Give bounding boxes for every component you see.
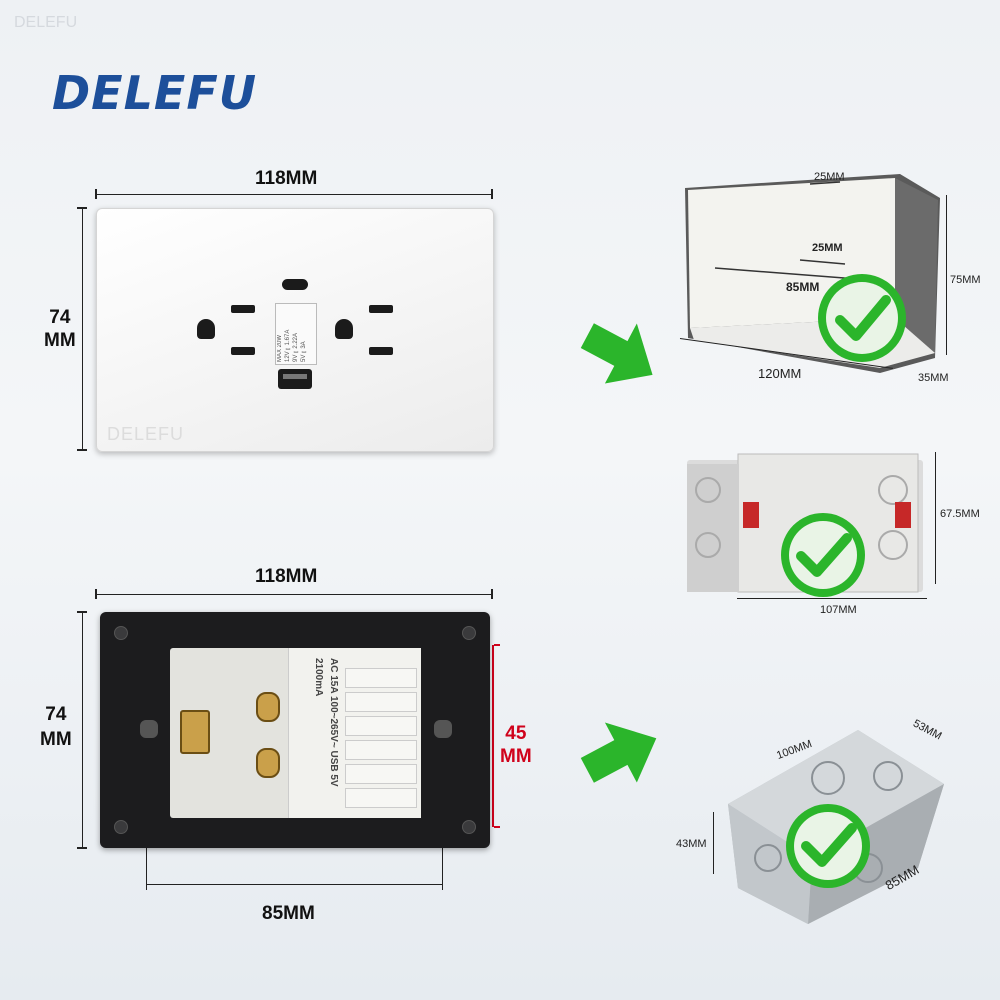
back-panel-outlet: AC 15A 100~265V~ USB 5V 2100mA (100, 612, 490, 848)
box-large-width-label: 120MM (758, 366, 802, 381)
usb-module-label: MAX 20W 12V⎓1.67A 9V⎓2.22A 5V⎓3A (275, 303, 317, 365)
box-large-height-line (946, 195, 947, 355)
box-large-height-label: 75MM (950, 274, 981, 286)
usb-c-port (282, 279, 308, 290)
ground-hole (197, 319, 215, 339)
back-height-label: 74 MM (40, 704, 72, 750)
terminal-screw (256, 748, 280, 778)
module-height-line (492, 645, 494, 827)
brand-logo: DELEFU (52, 66, 258, 120)
usb-a-port (278, 369, 312, 389)
back-width-line (96, 594, 492, 595)
green-arrow-icon (580, 722, 657, 783)
box-large-side-label: 35MM (918, 372, 949, 384)
plastic-box-small (683, 450, 928, 598)
back-bottom-width-label: 85MM (262, 903, 315, 924)
front-height-label: 74 MM (44, 307, 76, 351)
metal-box-height-label: 43MM (676, 838, 707, 850)
module-line: MAX 20W (277, 334, 283, 362)
front-width-line (96, 194, 492, 195)
ground-hole (335, 319, 353, 339)
box-small-width-line (737, 598, 927, 599)
corner-watermark: DELEFU (14, 14, 78, 31)
outlet-slot (231, 347, 255, 355)
outlet-slot (231, 305, 255, 313)
box-small-height-label: 67.5MM (940, 508, 980, 520)
module-line: 5V⎓3A (301, 341, 307, 362)
plastic-box-large: 25MM 25MM 85MM (680, 168, 950, 378)
box-top-label: 25MM (814, 171, 845, 183)
module-line: 9V⎓2.22A (293, 332, 299, 362)
metal-box-height-line (713, 812, 714, 874)
box-small-width-label: 107MM (820, 604, 857, 616)
back-bottom-width-line (146, 884, 442, 885)
plate-watermark: DELEFU (107, 424, 185, 444)
back-width-label: 118MM (255, 566, 318, 587)
usb-module-block: AC 15A 100~265V~ USB 5V 2100mA (288, 648, 421, 818)
outlet-slot (369, 347, 393, 355)
box-small-height-line (935, 452, 936, 584)
terminal-screw (256, 692, 280, 722)
front-height-line (82, 208, 83, 450)
module-spec-label: AC 15A 100~265V~ USB 5V 2100mA (313, 658, 339, 787)
outlet-slot (369, 305, 393, 313)
front-panel-outlet: MAX 20W 12V⎓1.67A 9V⎓2.22A 5V⎓3A DELEFU (96, 208, 494, 452)
terminal-screw (180, 710, 210, 754)
green-arrow-icon (580, 323, 653, 384)
box-depth-label: 85MM (786, 280, 820, 294)
back-height-line (82, 612, 83, 848)
socket-module-back: AC 15A 100~265V~ USB 5V 2100mA (170, 648, 421, 818)
box-inner-label: 25MM (812, 242, 843, 254)
front-width-label: 118MM (255, 168, 318, 189)
module-line: 12V⎓1.67A (285, 329, 291, 362)
metal-box (708, 718, 958, 928)
module-height-label: 45 MM (500, 723, 532, 767)
